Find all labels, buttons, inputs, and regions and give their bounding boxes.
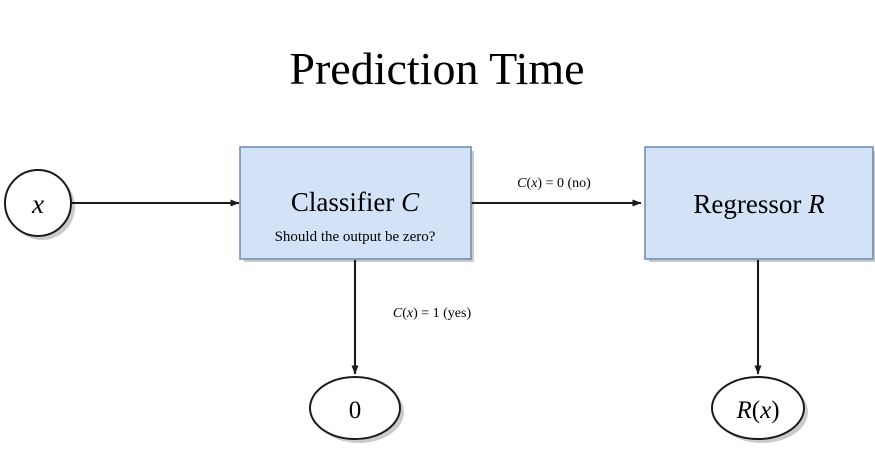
diagram-title: Prediction Time [289,43,584,94]
zero-output-label: 0 [349,397,362,424]
edge-label-c2z-open: ( [402,306,407,321]
regressor-output-node [711,376,805,440]
input-node-label: x [31,189,44,219]
classifier-box-subtitle: Should the output be zero? [275,229,436,245]
regressor-label: Regressor [693,189,801,219]
edge-label-c2z-fn: C [393,306,403,321]
classifier-box-title: Classifier C [291,187,420,217]
edge-label-c2z-close: ) [413,306,418,321]
regressor-box-title: Regressor R [693,189,825,219]
edge-label-c2r-eq: = 0 (no) [542,176,591,191]
edge-label-c2z-eq: = 1 (yes) [418,306,472,321]
classifier-box [239,146,472,260]
edge-label-c2r-open: ( [527,176,532,191]
regressor-output-label-paren-open: ( [752,397,760,424]
regressor-output-label-r: R [735,397,751,424]
classifier-label: Classifier [291,187,394,217]
zero-output-node [309,376,401,440]
edge-label-classifier-to-zero: C(x) = 1 (yes) [393,306,472,321]
edge-label-c2r-arg: x [530,176,538,191]
input-node [4,169,72,237]
regressor-output-label-x: x [759,397,771,424]
regressor-output-label-paren-close: ) [771,397,779,424]
regressor-symbol: R [807,189,825,219]
edge-label-classifier-to-regressor: C(x) = 0 (no) [517,176,591,191]
classifier-symbol: C [401,187,420,217]
edge-label-c2r-close: ) [537,176,542,191]
regressor-box [644,146,874,260]
edge-label-c2r-fn: C [517,176,527,191]
edge-label-c2z-arg: x [406,306,414,321]
regressor-output-label: R(x) [735,397,779,424]
